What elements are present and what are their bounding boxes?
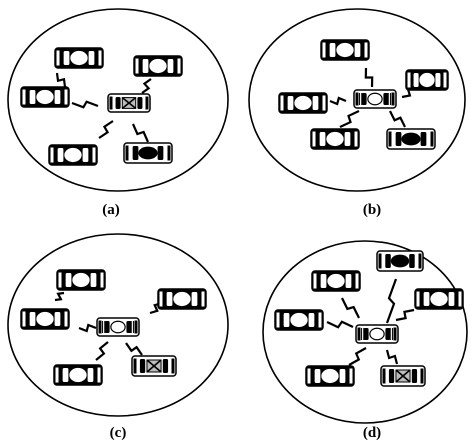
panel-d-boundary [262,240,468,424]
panel-d: (d) [262,240,468,441]
panel-b-link-1 [364,67,374,88]
panel-c-label: (c) [110,425,127,441]
panel-a-link-4 [98,120,114,139]
panel-b-car-2 [405,69,449,91]
panel-c-link-1 [54,291,65,302]
panel-b-car-6 [386,128,436,150]
panel-b-link-5 [329,96,347,106]
panel-a-car-2 [133,55,183,77]
panel-c-boundary [7,233,229,417]
panel-a-link-2 [71,100,99,109]
panel-a-car-3 [20,86,70,108]
panel-a-center-car-4 [107,93,151,113]
panel-b-car-3 [278,92,328,114]
panel-b-link-2 [339,110,360,128]
panel-b: (b) [248,8,466,218]
panel-d-link-3 [395,308,415,322]
panel-d-link-5 [348,347,367,366]
panel-d-car-6 [305,365,355,387]
panel-d-link-6 [385,349,399,365]
panel-a-link-5 [131,123,150,143]
panel-d-car-3 [414,288,464,310]
panel-a: (a) [7,8,229,218]
panel-d-center-car-5 [355,324,399,344]
panel-c: (c) [7,233,229,441]
panel-d-label: (d) [363,425,381,441]
panel-b-car-5 [310,128,360,150]
panel-c-car-6 [131,355,177,377]
panel-c-car-1 [56,269,106,291]
panel-b-link-3 [389,110,406,128]
panel-d-links [326,278,415,366]
panel-d-cars [274,250,464,387]
panel-a-car-5 [48,144,98,166]
panel-c-car-5 [53,364,103,386]
panel-b-cars [278,39,449,150]
panel-b-label: (b) [363,202,381,218]
panel-a-label: (a) [102,202,120,218]
panel-c-car-2 [157,288,207,310]
panel-c-cars [20,269,207,386]
panel-d-link-4 [326,320,354,329]
panel-b-boundary [248,8,466,192]
panel-c-link-2 [78,323,97,333]
panel-c-link-5 [125,342,143,356]
panel-d-car-2 [376,250,424,272]
panel-d-car-4 [274,309,324,331]
panel-c-car-3 [20,308,70,330]
panel-b-center-car-4 [353,89,397,109]
panel-c-link-4 [95,341,109,361]
panel-a-link-3 [141,78,152,94]
panel-a-links [55,72,152,143]
panel-a-cars [20,47,183,166]
panel-a-car-6 [123,142,173,164]
panel-b-car-1 [320,39,370,61]
panel-a-boundary [7,8,229,192]
panel-d-car-7 [380,365,426,387]
panel-d-link-1 [341,297,360,319]
panel-c-center-car-4 [96,317,140,337]
panel-a-link-1 [55,72,67,88]
panel-d-car-1 [311,270,361,292]
panel-d-link-2 [385,278,398,324]
panel-a-car-1 [54,47,104,69]
